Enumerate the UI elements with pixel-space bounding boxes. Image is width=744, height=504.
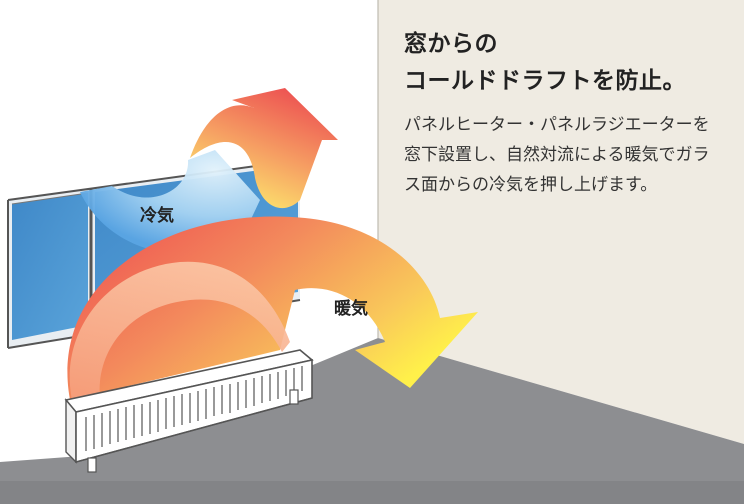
cold-air-label: 冷気 <box>140 205 174 226</box>
page-title: 窓からの コールドドラフトを防止。 <box>404 26 724 100</box>
warm-air-label: 暖気 <box>334 298 368 319</box>
floor <box>0 338 744 504</box>
right-wall-panel <box>378 0 744 444</box>
text-block: 窓からの コールドドラフトを防止。 パネルヒーター・パネルラジエーターを窓下設置… <box>404 26 724 200</box>
panel-radiator <box>64 349 314 473</box>
description-text: パネルヒーター・パネルラジエーターを窓下設置し、自然対流による暖気でガラス面から… <box>404 115 710 195</box>
upper-warm-arrow <box>190 88 338 209</box>
title-line-2: コールドドラフトを防止。 <box>404 68 686 94</box>
title-line-1: 窓からの <box>404 31 498 57</box>
